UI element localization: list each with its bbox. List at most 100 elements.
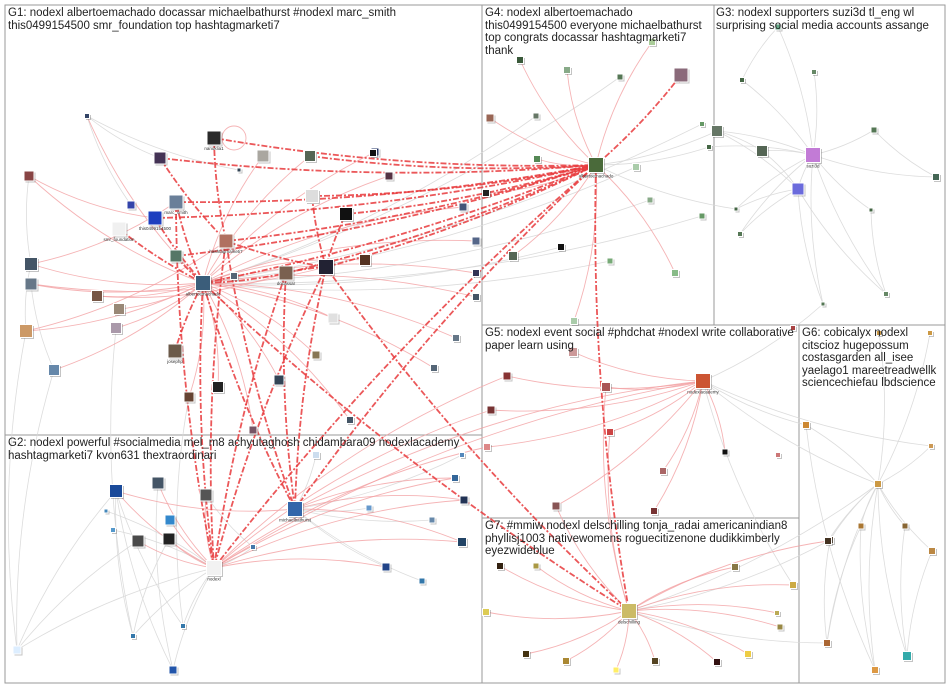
node-avatar bbox=[699, 213, 705, 219]
node-avatar bbox=[154, 152, 166, 164]
graph-node bbox=[738, 232, 745, 239]
graph-node bbox=[85, 114, 92, 121]
node-avatar bbox=[340, 208, 353, 221]
node-avatar bbox=[112, 222, 126, 236]
node-avatar bbox=[196, 276, 211, 291]
node-avatar bbox=[589, 158, 604, 173]
graph-node bbox=[776, 453, 783, 460]
node-avatar bbox=[486, 114, 494, 122]
node-avatar bbox=[777, 624, 783, 630]
node-avatar bbox=[523, 651, 530, 658]
node-avatar bbox=[452, 475, 459, 482]
graph-node bbox=[699, 213, 707, 221]
node-avatar bbox=[707, 145, 712, 150]
node-docassar: docassar bbox=[277, 266, 296, 286]
graph-edge-faint bbox=[869, 484, 878, 670]
node-avatar bbox=[288, 502, 303, 517]
graph-edge-light bbox=[596, 42, 652, 165]
graph-node bbox=[672, 270, 681, 279]
graph-edge-faint bbox=[813, 155, 886, 294]
node-avatar bbox=[757, 146, 768, 157]
light-edges bbox=[26, 42, 828, 670]
node-avatar bbox=[169, 195, 183, 209]
node-avatar bbox=[483, 190, 490, 197]
graph-edge-faint bbox=[133, 568, 214, 636]
node-avatar bbox=[366, 505, 372, 511]
node-avatar bbox=[875, 481, 882, 488]
graph-node bbox=[24, 171, 36, 183]
graph-node bbox=[517, 57, 526, 66]
graph-node bbox=[431, 365, 440, 374]
graph-node bbox=[674, 68, 690, 84]
graph-node bbox=[533, 113, 541, 121]
node-avatar bbox=[871, 127, 877, 133]
node-avatar bbox=[473, 294, 480, 301]
group-label-g7: G7: #mmiw nodexl delschilling tonja_rada… bbox=[485, 520, 795, 558]
node-avatar bbox=[722, 449, 728, 455]
node-avatar bbox=[360, 255, 371, 266]
graph-node bbox=[132, 535, 146, 549]
graph-node bbox=[200, 489, 214, 503]
graph-edge-faint bbox=[813, 130, 874, 155]
node-joseph: josephp bbox=[166, 344, 183, 364]
graph-node bbox=[319, 260, 336, 277]
node-label: hashtagmarketi7 bbox=[209, 249, 243, 254]
graph-edge-light bbox=[663, 381, 703, 471]
graph-node bbox=[740, 78, 747, 85]
graph-node bbox=[497, 563, 506, 572]
graph-node bbox=[558, 244, 567, 253]
node-avatar bbox=[419, 578, 425, 584]
graph-node bbox=[929, 444, 936, 451]
graph-edge-light bbox=[629, 605, 777, 613]
node-avatar bbox=[497, 563, 504, 570]
node-avatar bbox=[168, 344, 182, 358]
graph-node bbox=[213, 382, 226, 395]
group-box-g1 bbox=[5, 5, 482, 435]
graph-node bbox=[902, 523, 910, 531]
graph-node bbox=[131, 634, 138, 641]
graph-edge-light bbox=[629, 567, 735, 611]
graph-edge-faint bbox=[116, 491, 133, 636]
graph-node bbox=[652, 658, 661, 667]
node-avatar bbox=[633, 164, 640, 171]
graph-node bbox=[483, 609, 492, 618]
node-avatar bbox=[884, 292, 889, 297]
node-avatar bbox=[558, 244, 565, 251]
node-label: delschilling bbox=[618, 620, 641, 625]
node-avatar bbox=[564, 67, 571, 74]
graph-node bbox=[360, 255, 373, 268]
node-avatar bbox=[734, 207, 738, 211]
graph-node bbox=[487, 406, 497, 416]
graph-edge-faint bbox=[295, 455, 316, 509]
node-avatar bbox=[552, 502, 560, 510]
graph-node bbox=[154, 152, 168, 166]
node-avatar bbox=[622, 604, 637, 619]
node-avatar bbox=[231, 273, 238, 280]
node-label: nodexlacademy bbox=[687, 390, 719, 395]
graph-node bbox=[745, 651, 754, 660]
graph-node bbox=[472, 237, 482, 247]
graph-node bbox=[111, 323, 124, 336]
graph-node bbox=[552, 502, 562, 512]
node-avatar bbox=[131, 634, 136, 639]
graph-node bbox=[775, 611, 782, 618]
node-avatar bbox=[213, 382, 224, 393]
node-avatar bbox=[20, 325, 33, 338]
group-box-g2 bbox=[5, 435, 482, 683]
graph-node bbox=[305, 151, 318, 164]
node-avatar bbox=[602, 383, 611, 392]
node-avatar bbox=[473, 270, 480, 277]
node-avatar bbox=[571, 318, 578, 325]
graph-edge-faint bbox=[156, 483, 173, 670]
node-avatar bbox=[165, 515, 175, 525]
graph-node bbox=[165, 515, 177, 527]
node-avatar bbox=[613, 667, 619, 673]
graph-node bbox=[523, 651, 532, 660]
graph-node bbox=[607, 258, 615, 266]
graph-node bbox=[231, 273, 240, 282]
node-label: smr_foundation bbox=[103, 237, 135, 242]
node-avatar bbox=[306, 190, 319, 203]
node-avatar bbox=[651, 508, 658, 515]
graph-node bbox=[790, 582, 799, 591]
graph-node bbox=[114, 304, 127, 317]
